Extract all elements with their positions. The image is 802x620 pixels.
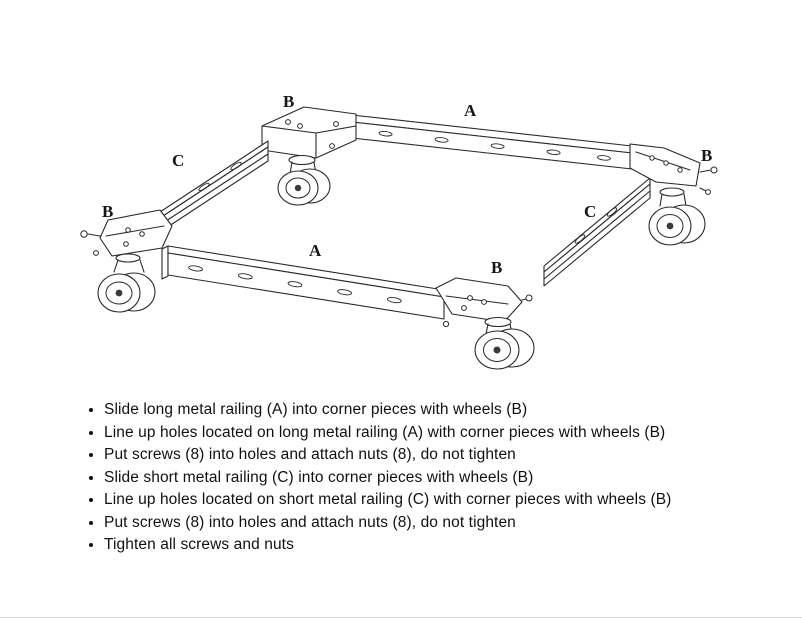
label-a-back: A	[464, 101, 477, 120]
corner-piece-bottom	[435, 277, 533, 328]
label-b-top: B	[283, 92, 294, 111]
corner-piece-left	[80, 209, 173, 263]
corner-piece-top-left	[261, 106, 357, 166]
caster-wheel-top-left	[277, 161, 331, 206]
screw-icon	[80, 230, 101, 256]
caster-wheel-right	[648, 193, 706, 246]
page-bottom-edge	[0, 617, 802, 618]
short-rail-right	[543, 177, 651, 287]
instruction-item: Put screws (8) into holes and attach nut…	[104, 444, 776, 467]
long-rail-front	[161, 245, 445, 320]
screw-icon	[442, 294, 533, 328]
caster-wheel-left	[97, 259, 156, 313]
instruction-item: Line up holes located on short metal rai…	[104, 489, 776, 512]
label-b-right: B	[701, 146, 712, 165]
label-b-left: B	[102, 202, 113, 221]
label-c-left: C	[172, 151, 184, 170]
instruction-item: Put screws (8) into holes and attach nut…	[104, 512, 776, 535]
corner-piece-right	[629, 143, 718, 197]
caster-wheel-bottom	[474, 323, 535, 370]
instruction-item: Line up holes located on long metal rail…	[104, 422, 776, 445]
label-a-front: A	[309, 241, 322, 260]
label-c-right: C	[584, 202, 596, 221]
label-b-bottom: B	[491, 258, 502, 277]
instruction-list: Slide long metal railing (A) into corner…	[86, 399, 776, 557]
assembly-diagram: B A C B B C A B	[80, 92, 718, 370]
long-rail-back	[351, 114, 633, 170]
instruction-item: Slide long metal railing (A) into corner…	[104, 399, 776, 422]
assembly-instructions: Slide long metal railing (A) into corner…	[86, 399, 776, 557]
instruction-item: Slide short metal railing (C) into corne…	[104, 467, 776, 490]
instruction-item: Tighten all screws and nuts	[104, 534, 776, 557]
screw-icon	[699, 166, 718, 195]
